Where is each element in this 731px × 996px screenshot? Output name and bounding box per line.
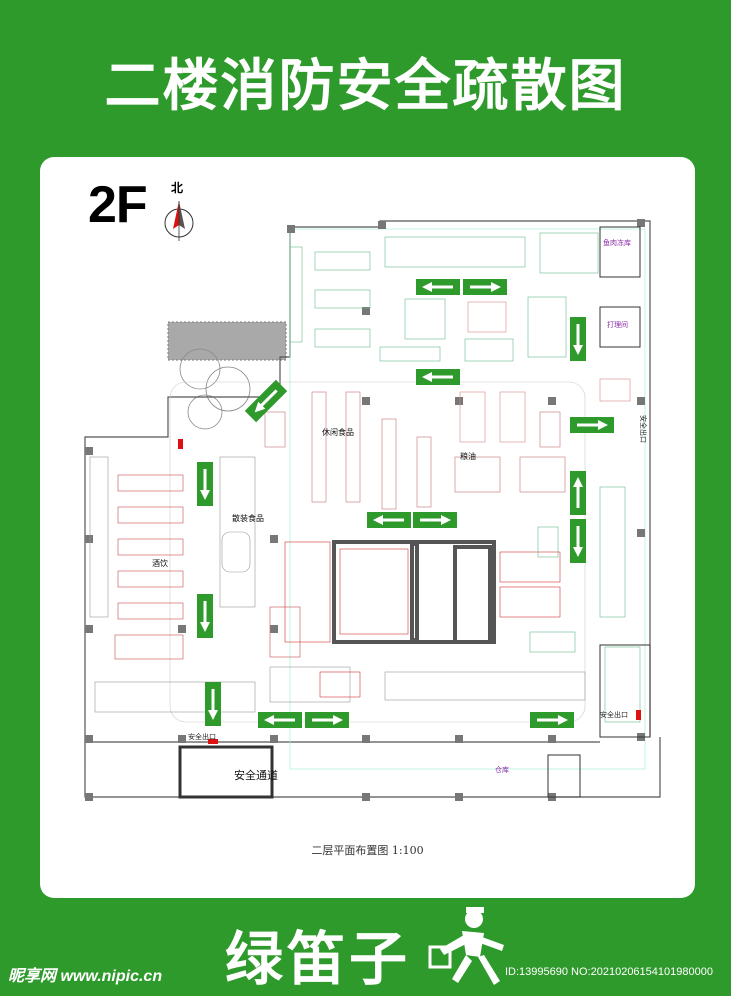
- watermark-site: 昵享网 www.nipic.cn: [8, 968, 163, 985]
- central-core: [332, 540, 496, 644]
- arrow-bottom-exit: [530, 712, 574, 728]
- arrow-down-left-3: [205, 682, 221, 726]
- core-detail: [284, 541, 561, 698]
- plan-caption: 二层平面布置图 1:100: [311, 844, 424, 857]
- label-exit-right-bottom: 安全出口: [600, 710, 628, 719]
- arrow-right-exit: [570, 417, 614, 433]
- arrow-diag: [244, 379, 288, 423]
- label-snack: 休闲食品: [322, 427, 354, 437]
- hatched-area: [167, 321, 287, 430]
- arrow-center-left: [367, 512, 411, 528]
- map-panel: 2F 北: [40, 157, 695, 898]
- arrow-down-left-1: [197, 462, 213, 506]
- arrow-bottom-left: [258, 712, 302, 728]
- label-drinks: 酒饮: [152, 558, 168, 568]
- runner-mascot-icon: [428, 907, 504, 985]
- arrow-h-mid: [416, 369, 460, 385]
- arrow-center-right: [413, 512, 457, 528]
- arrow-h-top-right: [463, 279, 507, 295]
- watermark-id: ID:13995690 NO:20210206154101980000: [505, 966, 713, 978]
- label-grain-oil: 粮油: [460, 451, 476, 461]
- floor-badge: 2F: [88, 176, 148, 234]
- arrow-bottom-right: [305, 712, 349, 728]
- right-rooms: [178, 226, 651, 799]
- page-title: 二楼消防安全疏散图: [104, 54, 627, 119]
- center-aisles: [264, 391, 566, 510]
- label-exit-right-top: 安全出口: [639, 415, 648, 443]
- right-small: [529, 486, 641, 723]
- label-warehouse: 仓库: [495, 765, 509, 774]
- arrow-down-left-2: [197, 594, 213, 638]
- brand-name: 绿笛子: [225, 925, 412, 993]
- arrow-down-right: [570, 519, 586, 563]
- compass-icon: [164, 201, 194, 241]
- north-label: 北: [171, 181, 184, 195]
- exit-markers: [178, 439, 641, 744]
- label-exit-left: 安全出口: [188, 732, 216, 741]
- top-shelves-red: [459, 301, 631, 443]
- label-meat-freezer: 鱼肉冻库: [603, 238, 631, 247]
- floor-plan: 休闲食品 散装食品 粮油 酒饮 鱼肉冻库 打理间 仓库 安全通道 安全出口 安全…: [84, 201, 661, 801]
- arrow-up-right: [570, 471, 586, 515]
- left-aisles: [114, 474, 301, 660]
- left-furniture: [89, 456, 586, 713]
- arrow-h-top-left: [416, 279, 460, 295]
- top-shelves: [289, 232, 599, 362]
- label-bulk-food: 散装食品: [232, 513, 264, 523]
- label-safety-passage: 安全通道: [234, 768, 278, 782]
- label-prep-room: 打理间: [607, 320, 628, 329]
- arrow-down-right-top: [570, 317, 586, 361]
